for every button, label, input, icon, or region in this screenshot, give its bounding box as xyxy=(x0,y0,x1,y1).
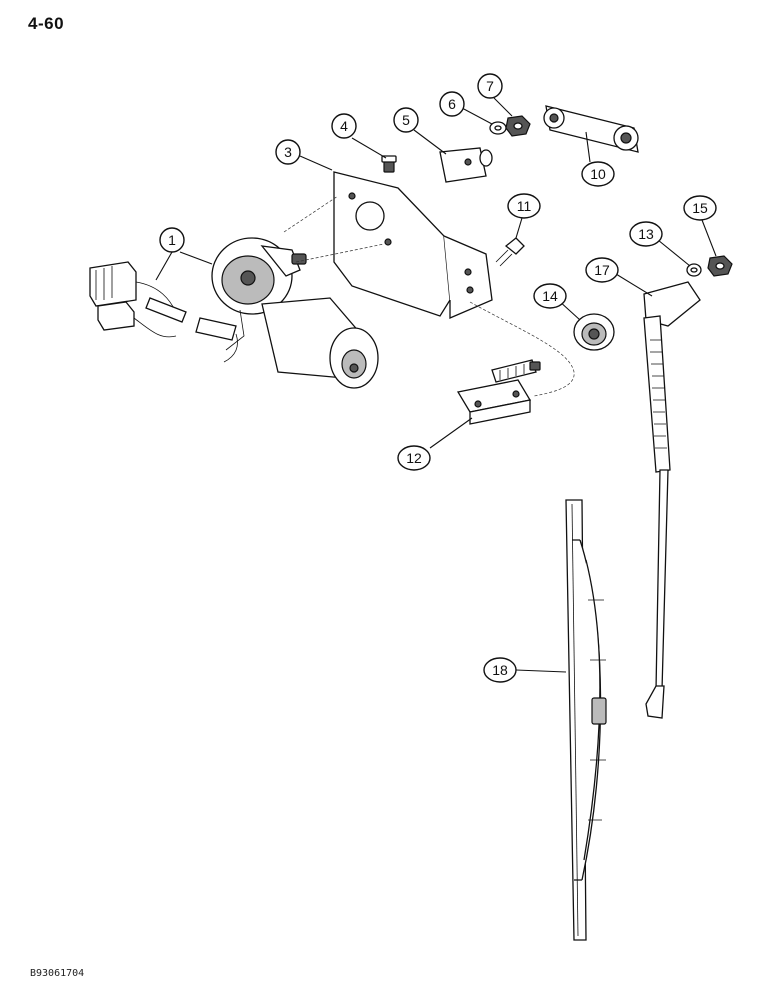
callout-4: 4 xyxy=(331,113,387,159)
svg-text:17: 17 xyxy=(594,262,610,278)
callout-17: 17 xyxy=(585,257,653,297)
svg-text:4: 4 xyxy=(340,118,348,134)
callout-18: 18 xyxy=(483,657,567,683)
callout-1: 1 xyxy=(155,227,213,281)
washer-6 xyxy=(489,121,507,135)
figure-code: B93061704 xyxy=(30,968,85,979)
nut-7 xyxy=(505,115,531,137)
page-number: 4-60 xyxy=(28,14,65,33)
svg-text:1: 1 xyxy=(168,232,176,248)
svg-text:5: 5 xyxy=(402,112,410,128)
wiper-motor-assembly xyxy=(89,237,379,389)
svg-text:14: 14 xyxy=(542,288,558,304)
callout-12: 12 xyxy=(397,417,473,471)
svg-text:3: 3 xyxy=(284,144,292,160)
link-10 xyxy=(543,105,639,153)
svg-text:6: 6 xyxy=(448,96,456,112)
svg-text:15: 15 xyxy=(692,200,708,216)
svg-text:13: 13 xyxy=(638,226,654,242)
callout-3: 3 xyxy=(275,139,333,171)
callout-14: 14 xyxy=(533,283,581,321)
callout-6: 6 xyxy=(439,91,493,125)
clip-5 xyxy=(439,147,493,183)
wiper-blade-18 xyxy=(565,499,607,941)
callout-7: 7 xyxy=(477,73,513,117)
mounting-bracket xyxy=(283,171,493,319)
callout-10: 10 xyxy=(581,131,615,187)
svg-text:10: 10 xyxy=(590,166,606,182)
callout-15: 15 xyxy=(683,195,717,257)
washer-13 xyxy=(686,263,702,277)
nut-15 xyxy=(707,255,733,277)
svg-text:12: 12 xyxy=(406,450,422,466)
screw-11 xyxy=(495,237,525,267)
svg-text:18: 18 xyxy=(492,662,508,678)
svg-text:7: 7 xyxy=(486,78,494,94)
pivot-shaft-12 xyxy=(456,301,575,425)
callout-11: 11 xyxy=(507,193,541,239)
wiper-arm-17 xyxy=(643,281,701,719)
cap-14 xyxy=(573,313,615,351)
screw-4 xyxy=(381,155,397,173)
callout-13: 13 xyxy=(629,221,691,267)
callout-5: 5 xyxy=(393,107,447,155)
svg-text:11: 11 xyxy=(517,198,532,214)
